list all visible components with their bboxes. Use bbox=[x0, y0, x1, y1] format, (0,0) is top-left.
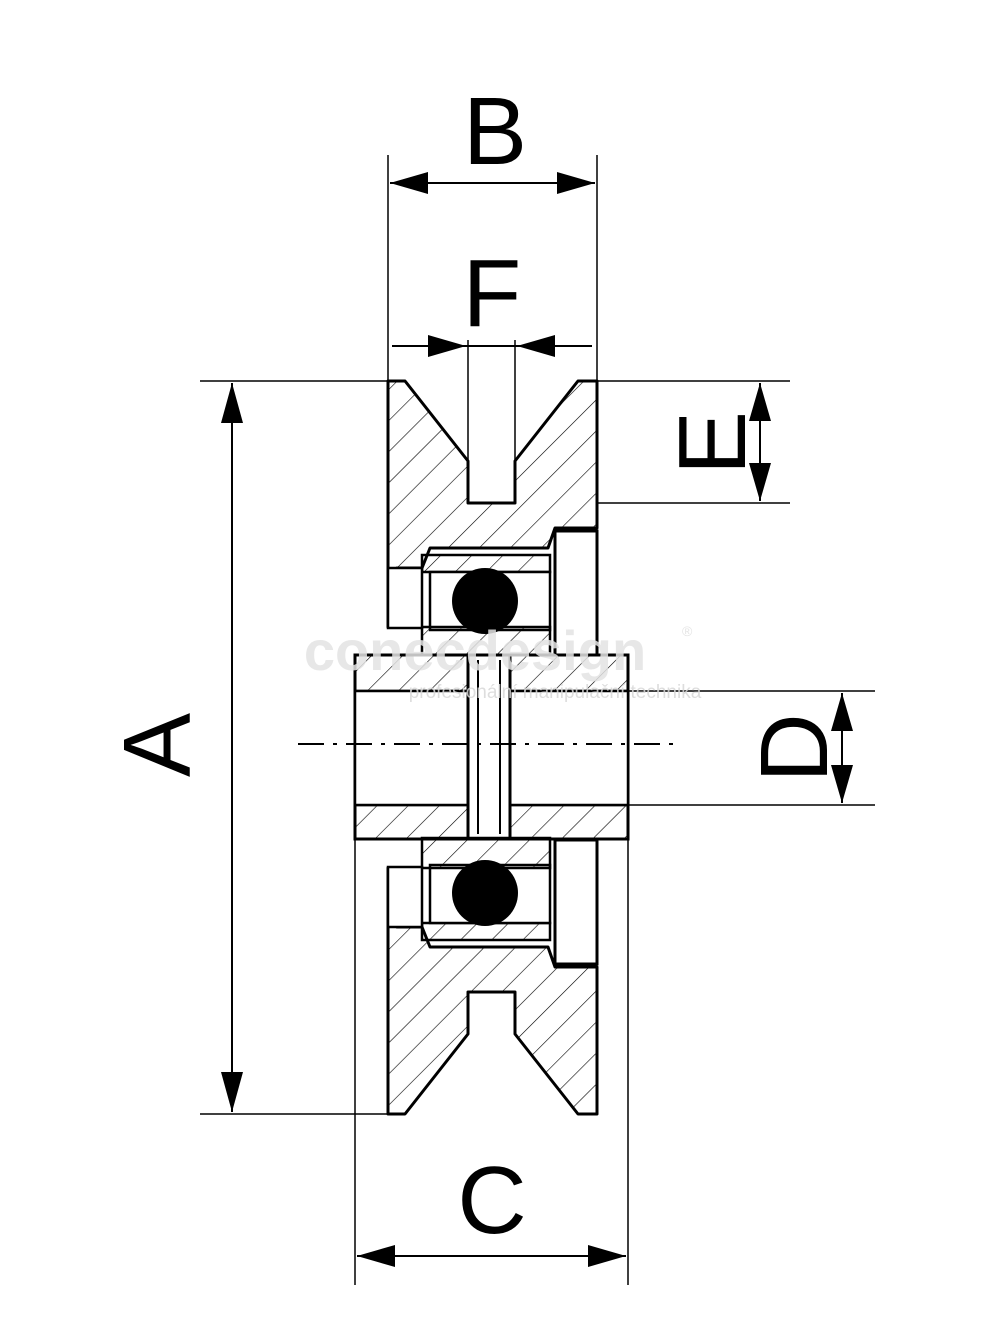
hub bbox=[353, 653, 630, 841]
watermark-tagline: profesionální manipulační technika bbox=[409, 682, 702, 703]
spacer-left-upper bbox=[386, 566, 424, 630]
spacer-left-lower bbox=[386, 865, 424, 929]
bearing-ball-upper bbox=[452, 568, 518, 634]
dimension-label-b: B bbox=[463, 78, 527, 185]
retaining-ring-lower bbox=[553, 838, 599, 966]
dimension-f: F bbox=[392, 240, 592, 461]
watermark-registered-mark: ® bbox=[682, 623, 693, 639]
watermark: conecdesign ® profesionální manipulační … bbox=[304, 619, 702, 703]
dimension-label-f: F bbox=[463, 240, 522, 347]
dimension-a: A bbox=[104, 380, 388, 1115]
dimension-d: D bbox=[628, 690, 875, 806]
watermark-brand: conecdesign bbox=[304, 619, 646, 682]
dimension-label-e: E bbox=[659, 411, 766, 475]
pulley-upper-half bbox=[386, 379, 599, 659]
dimension-e: E bbox=[597, 380, 790, 504]
hub-slot bbox=[466, 653, 512, 841]
dimension-label-c: C bbox=[457, 1147, 526, 1254]
dimension-label-d: D bbox=[741, 713, 848, 782]
dimension-c: C bbox=[354, 839, 629, 1285]
pulley-lower-half bbox=[386, 836, 599, 1116]
bearing-ball-lower bbox=[452, 860, 518, 926]
retaining-ring-upper bbox=[553, 529, 599, 657]
dimension-label-a: A bbox=[104, 713, 211, 777]
dimension-b: B bbox=[387, 78, 598, 381]
